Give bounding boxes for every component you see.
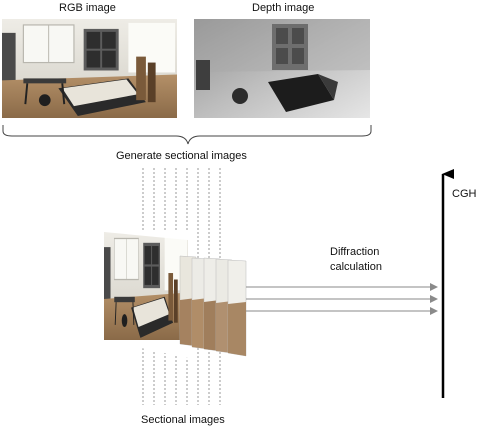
rgb-image-label: RGB image — [59, 2, 116, 14]
generate-label: Generate sectional images — [116, 150, 247, 162]
diffraction-arrows — [246, 283, 438, 315]
depth-image-label: Depth image — [252, 2, 315, 14]
section-slice — [104, 232, 188, 358]
sectional-images-label: Sectional images — [141, 414, 225, 426]
grouping-brace — [2, 125, 372, 145]
section-lines — [142, 168, 221, 405]
diffraction-label-line2: calculation — [330, 261, 382, 273]
depth-image — [194, 19, 370, 118]
cgh-label: CGH — [452, 188, 477, 200]
diffraction-label-line1: Diffraction — [330, 246, 380, 258]
rgb-image — [2, 19, 177, 118]
sectional-image-stack — [104, 232, 247, 358]
section-slice — [227, 259, 247, 357]
